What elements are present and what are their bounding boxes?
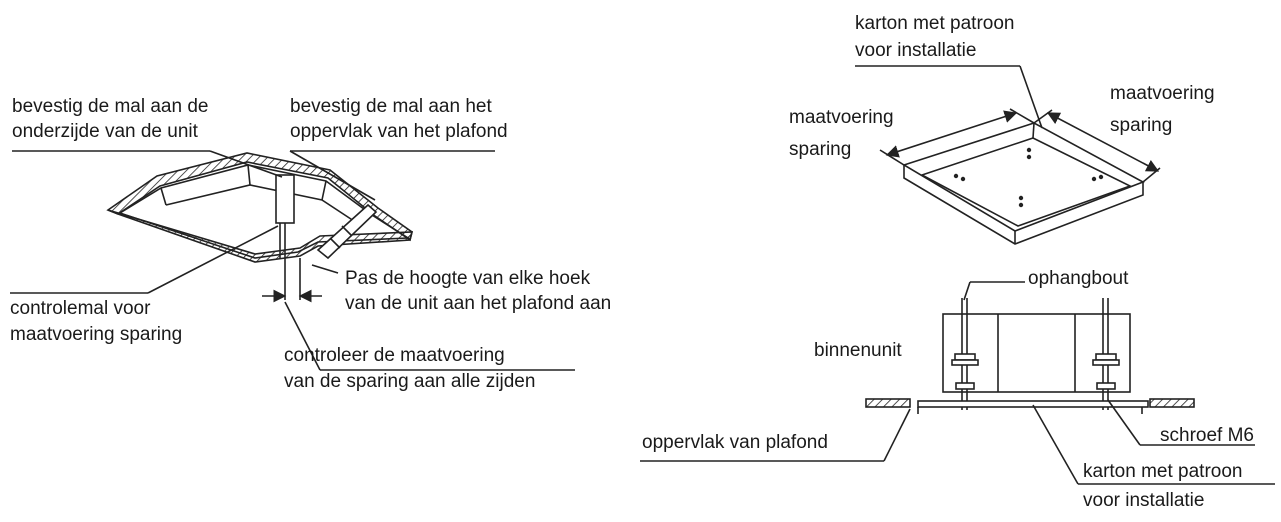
label-template-ceiling: bevestig de mal aan het <box>290 96 492 117</box>
svg-text:van de sparing aan alle zijden: van de sparing aan alle zijden <box>284 371 535 392</box>
leader-adjust-height <box>311 264 339 274</box>
left-labels: bevestig de mal aan de onderzijde van de… <box>10 96 611 392</box>
ceiling-template-figure <box>10 150 575 371</box>
label-carton-top: karton met patroon <box>855 13 1014 34</box>
label-screw: schroef M6 <box>1160 425 1254 446</box>
label-carton-bottom: karton met patroon <box>1083 461 1242 482</box>
label-check-dimensions: controleer de maatvoering <box>284 345 505 366</box>
template-plate <box>118 164 411 259</box>
ceiling-right <box>1149 398 1195 408</box>
dimension-left <box>885 110 1018 158</box>
svg-text:van de unit aan het plafond aa: van de unit aan het plafond aan <box>345 293 611 314</box>
label-check-template: controlemal voor <box>10 298 151 319</box>
hanging-bolt-left <box>951 298 979 410</box>
hanger-bracket <box>275 174 295 224</box>
bottom-right-labels: ophangbout binnenunit oppervlak van plaf… <box>642 268 1254 511</box>
hanging-bolt-right <box>1092 298 1120 410</box>
ceiling-left <box>865 398 911 408</box>
top-right-labels: karton met patroon voor installatie maat… <box>789 13 1215 160</box>
indoor-unit-body <box>942 313 1131 393</box>
leader-check-dimensions <box>284 301 321 371</box>
label-template-bottom: bevestig de mal aan de <box>12 96 208 117</box>
svg-text:oppervlak van het plafond: oppervlak van het plafond <box>290 121 508 142</box>
svg-text:sparing: sparing <box>1110 115 1172 136</box>
svg-text:voor installatie: voor installatie <box>1083 490 1204 511</box>
carton-box-figure <box>855 65 1161 245</box>
carton-board <box>917 400 1149 408</box>
label-bolt: ophangbout <box>1028 268 1129 289</box>
svg-text:voor installatie: voor installatie <box>855 40 976 61</box>
label-dim-right: maatvoering <box>1110 83 1215 104</box>
label-dim-left: maatvoering <box>789 107 894 128</box>
svg-text:maatvoering sparing: maatvoering sparing <box>10 324 182 345</box>
svg-text:sparing: sparing <box>789 139 851 160</box>
dimension-right <box>1046 112 1160 172</box>
indoor-unit-figure <box>640 281 1275 485</box>
carton-holes <box>953 147 1104 208</box>
label-adjust-height: Pas de hoogte van elke hoek <box>345 268 591 289</box>
label-indoor-unit: binnenunit <box>814 340 902 361</box>
carton-top-face <box>902 122 1145 232</box>
label-ceiling-surface: oppervlak van plafond <box>642 432 828 453</box>
svg-text:onderzijde van de unit: onderzijde van de unit <box>12 121 199 142</box>
